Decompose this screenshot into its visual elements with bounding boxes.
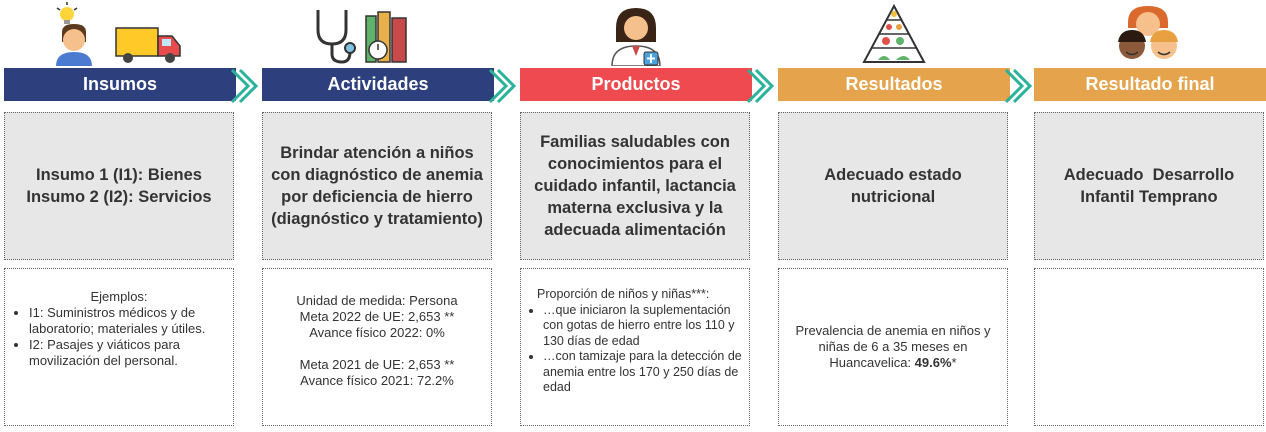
header-insumos: Insumos <box>4 68 236 101</box>
chevron-icon <box>488 68 517 104</box>
proporcion-title: Proporción de niños y niñas***: <box>537 287 710 301</box>
column-actividades: Actividades Brindar atención a niños con… <box>262 0 494 432</box>
list-item: …que iniciaron la suplementación con got… <box>543 303 743 350</box>
header-label: Productos <box>591 74 681 94</box>
header-productos: Productos <box>520 68 752 101</box>
meta-2021: Meta 2021 de UE: 2,653 ** <box>299 357 455 372</box>
resultado-final-box: Adecuado Desarrollo Infantil Temprano <box>1034 112 1264 260</box>
prevalencia-value: 49.6% <box>914 355 952 370</box>
prevalencia-suffix: * <box>951 355 957 370</box>
header-label: Actividades <box>327 74 429 94</box>
idea-person-icon <box>56 2 92 66</box>
productos-text: Familias saludables con conocimientos pa… <box>534 133 736 239</box>
examples-title: Ejemplos: <box>90 289 148 304</box>
resultados-icon-group <box>862 3 926 63</box>
actividades-detail-box: Unidad de medida: Persona Meta 2022 de U… <box>262 268 492 426</box>
proporcion-list: …que iniciaron la suplementación con got… <box>527 303 743 396</box>
prevalencia-text: Prevalencia de anemia en niños y niñas d… <box>795 323 991 370</box>
resultados-icons <box>778 2 1010 66</box>
insumo-2-label: Insumo 2 (I2): Servicios <box>26 188 212 206</box>
resultados-box: Adecuado estado nutricional <box>778 112 1008 260</box>
resultados-text: Adecuado estado nutricional <box>824 166 962 206</box>
chevron-icon <box>1004 68 1033 104</box>
header-label: Resultados <box>845 74 943 94</box>
insumos-icon-group <box>56 2 181 66</box>
actividades-icon-group <box>316 10 407 64</box>
insumo-1-label: Insumo 1 (I1): Bienes <box>36 166 202 184</box>
laboratory-books-icon <box>365 11 407 63</box>
resultados-detail-box: Prevalencia de anemia en niños y niñas d… <box>778 268 1008 426</box>
column-productos: Productos Familias saludables con conoci… <box>520 0 752 432</box>
header-label: Insumos <box>82 74 157 94</box>
delivery-truck-icon <box>115 27 181 63</box>
productos-icon-group <box>611 8 661 67</box>
meta-2022: Meta 2022 de UE: 2,653 ** <box>299 309 455 324</box>
list-item: I2: Pasajes y viáticos para movilización… <box>29 337 227 369</box>
stethoscope-icon <box>316 10 356 64</box>
header-actividades: Actividades <box>262 68 494 101</box>
insumos-box: Insumo 1 (I1): Bienes Insumo 2 (I2): Ser… <box>4 112 234 260</box>
list-item: …con tamizaje para la detección de anemi… <box>543 349 743 396</box>
actividades-box: Brindar atención a niños con diagnóstico… <box>262 112 492 260</box>
examples-list: I1: Suministros médicos y de laboratorio… <box>11 305 227 369</box>
avance-2022: Avance físico 2022: 0% <box>309 325 445 340</box>
resultado-final-detail-box <box>1034 268 1264 426</box>
doctor-icon <box>611 8 661 67</box>
productos-icons <box>520 2 752 67</box>
column-resultado-final: Resultado final Adecuado Desarrollo Infa… <box>1034 0 1266 432</box>
column-insumos: Insumos Insumo 1 (I1): Bienes Insumo 2 (… <box>4 0 236 432</box>
chevron-icon <box>746 68 775 104</box>
insumos-icons <box>4 2 236 66</box>
avance-2021: Avance físico 2021: 72.2% <box>300 373 454 388</box>
resultado-final-icons <box>1034 2 1266 66</box>
children-icon <box>1118 6 1178 59</box>
actividades-text: Brindar atención a niños con diagnóstico… <box>271 144 483 228</box>
food-pyramid-icon <box>862 3 926 63</box>
productos-box: Familias saludables con conocimientos pa… <box>520 112 750 260</box>
unidad-medida: Unidad de medida: Persona <box>296 293 458 308</box>
resultado-final-icon-group <box>1118 6 1178 59</box>
insumos-detail-box: Ejemplos: I1: Suministros médicos y de l… <box>4 268 234 426</box>
actividades-icons <box>262 2 494 66</box>
list-item: I1: Suministros médicos y de laboratorio… <box>29 305 227 337</box>
chevron-icon <box>230 68 259 104</box>
productos-detail-box: Proporción de niños y niñas***: …que ini… <box>520 268 750 426</box>
header-resultado-final: Resultado final <box>1034 68 1266 101</box>
spacer <box>267 341 487 357</box>
header-label: Resultado final <box>1085 74 1215 94</box>
resultado-final-text: Adecuado Desarrollo Infantil Temprano <box>1063 166 1239 206</box>
header-resultados: Resultados <box>778 68 1010 101</box>
column-resultados: Resultados Adecuado estado nutricional P… <box>778 0 1010 432</box>
